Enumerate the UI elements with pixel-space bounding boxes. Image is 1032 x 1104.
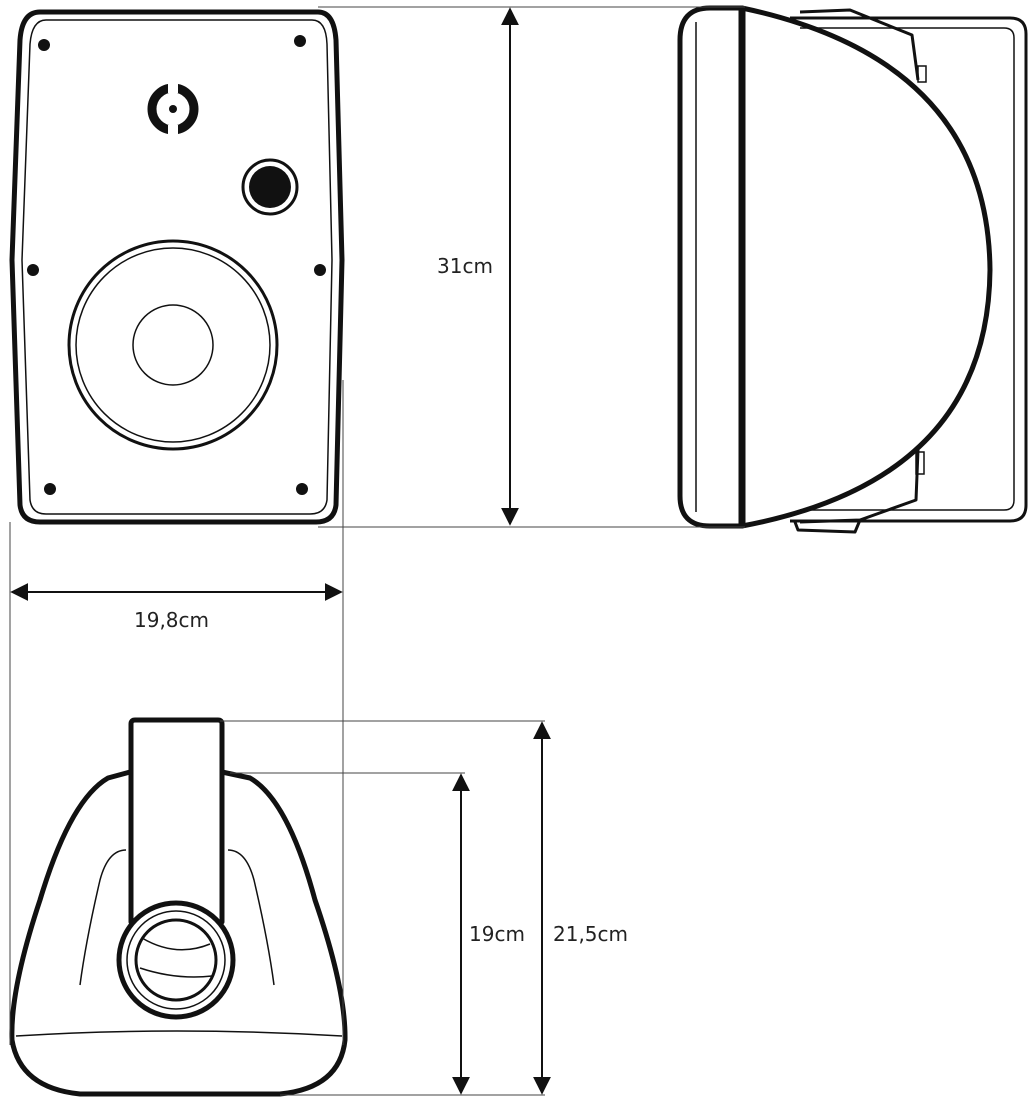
bracket-arm-lower xyxy=(799,449,920,524)
mount-foot xyxy=(793,519,862,534)
bracket-arm xyxy=(799,8,920,81)
screw-hole xyxy=(38,39,50,51)
top-body-outline xyxy=(9,769,348,1097)
top-view xyxy=(9,717,348,1097)
extension-lines xyxy=(9,6,745,1096)
wall-bracket-inner xyxy=(800,27,1015,511)
woofer xyxy=(67,239,279,451)
dimension-lines xyxy=(10,7,551,1095)
front-baffle xyxy=(677,5,745,529)
pivot-knob xyxy=(116,900,236,1020)
top-bracket-arm xyxy=(128,717,225,925)
screw-hole xyxy=(314,264,326,276)
height-label: 31cm xyxy=(437,254,493,278)
brand-logo-icon xyxy=(147,83,199,135)
screw-hole xyxy=(44,483,56,495)
screw-hole xyxy=(294,35,306,47)
tweeter xyxy=(241,158,299,216)
top-body-lip xyxy=(15,1030,343,1037)
cabinet-dome xyxy=(739,5,993,529)
front-inner-grille xyxy=(21,19,333,515)
side-view xyxy=(677,5,1028,534)
top-contour-left xyxy=(79,849,127,986)
front-outer-body xyxy=(9,9,345,525)
depth-body-label: 19cm xyxy=(469,922,525,946)
wall-bracket xyxy=(790,16,1028,523)
screw-hole xyxy=(27,264,39,276)
screw-hole xyxy=(296,483,308,495)
bracket-tab xyxy=(915,451,925,475)
width-label: 19,8cm xyxy=(134,608,209,632)
front-view xyxy=(9,9,345,525)
bracket-tab xyxy=(917,65,927,83)
top-contour-right xyxy=(227,849,275,986)
depth-total-label: 21,5cm xyxy=(553,922,628,946)
